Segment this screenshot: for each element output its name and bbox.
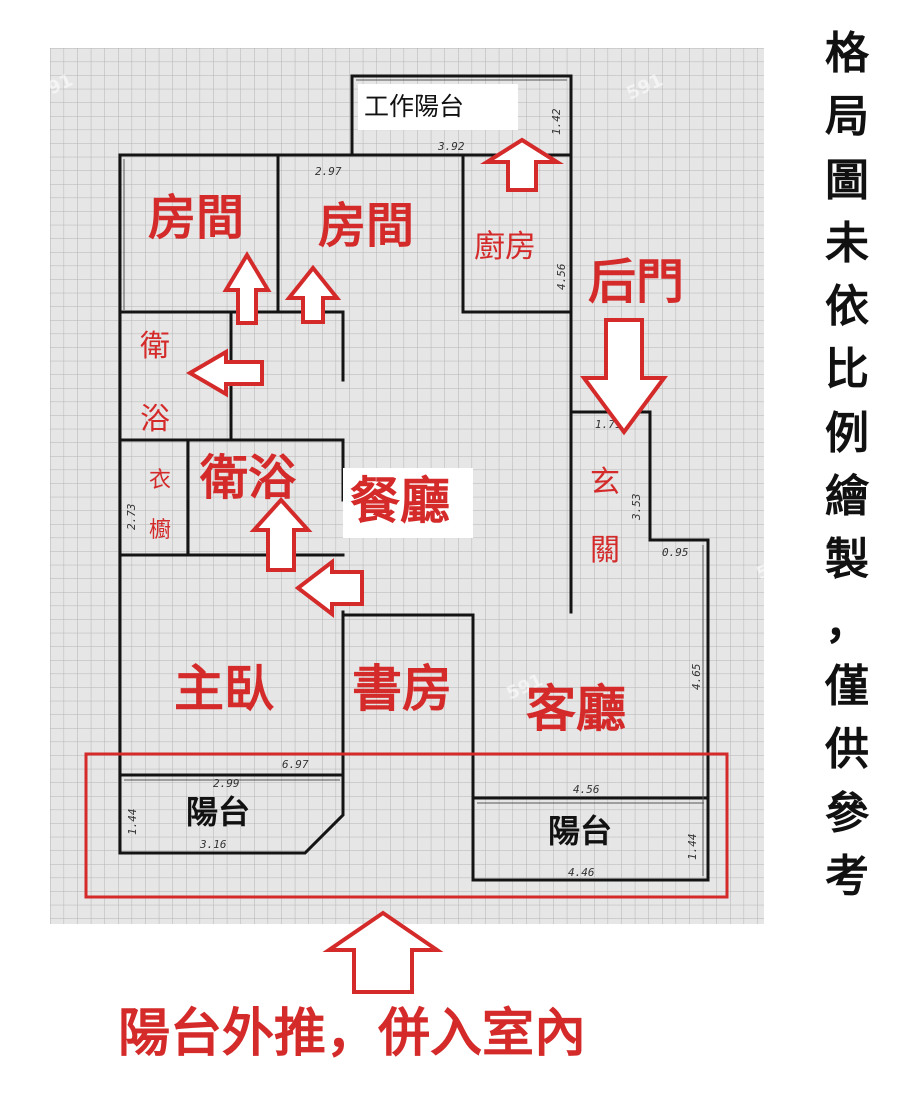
label-balcony-right: 陽台 bbox=[548, 812, 613, 850]
bottom-caption: 陽台外推，併入室內 bbox=[118, 1004, 587, 1064]
dim-label: 3.16 bbox=[199, 838, 227, 851]
label-main-bath: 衛浴 bbox=[200, 450, 297, 506]
label-small-bath-1: 衛 bbox=[140, 329, 170, 364]
note-char: 繪 bbox=[825, 471, 869, 523]
label-dining: 餐廳 bbox=[350, 472, 450, 530]
svg-text:591: 591 bbox=[83, 930, 126, 965]
dim-label: 1.44 bbox=[126, 809, 139, 836]
dim-label: 4.56 bbox=[573, 783, 600, 796]
dim-label: 2.97 bbox=[315, 165, 342, 178]
dim-label: 4.65 bbox=[690, 664, 703, 691]
label-work-balcony: 工作陽台 bbox=[364, 92, 465, 121]
label-wardrobe-2: 櫥 bbox=[149, 518, 172, 543]
arrow-icons bbox=[186, 137, 668, 994]
dim-label: 3.53 bbox=[630, 494, 643, 522]
label-kitchen: 廚房 bbox=[474, 229, 536, 265]
label-room-1: 房間 bbox=[148, 190, 245, 246]
svg-text:591: 591 bbox=[3, 260, 46, 295]
note-char: 僅 bbox=[825, 660, 869, 712]
vertical-note: 格 局 圖 未 依 比 例 繪 製 ， 僅 供 參 考 bbox=[812, 22, 882, 908]
note-char: 依 bbox=[825, 281, 869, 333]
arrow-up-icon bbox=[249, 497, 313, 572]
dim-label: 4.46 bbox=[568, 866, 595, 879]
dim-label: 0.95 bbox=[662, 546, 689, 559]
note-char: ， bbox=[825, 597, 869, 649]
note-char: 比 bbox=[825, 344, 869, 396]
arrow-up-icon bbox=[480, 137, 564, 192]
note-char: 製 bbox=[825, 534, 869, 586]
dim-label: 4.56 bbox=[555, 263, 568, 290]
dim-label: 1.44 bbox=[686, 834, 699, 861]
note-char: 未 bbox=[825, 217, 869, 269]
label-study: 書房 bbox=[352, 660, 452, 718]
dim-label: 2.73 bbox=[125, 504, 138, 531]
dim-label: 2.99 bbox=[213, 777, 240, 790]
note-char: 格 bbox=[825, 28, 869, 79]
label-small-bath-2: 浴 bbox=[140, 402, 170, 437]
label-service-door: 后門 bbox=[588, 254, 685, 310]
arrow-left-icon bbox=[186, 348, 264, 398]
label-living-room: 客廳 bbox=[526, 680, 626, 738]
label-foyer-2: 關 bbox=[590, 533, 620, 568]
note-char: 考 bbox=[825, 850, 869, 902]
arrow-up-icon bbox=[222, 251, 272, 325]
note-char: 參 bbox=[825, 787, 869, 839]
label-room-2: 房間 bbox=[318, 198, 415, 254]
arrow-down-icon bbox=[580, 318, 668, 436]
dim-label: 3.92 bbox=[437, 140, 465, 153]
dim-label: 1.42 bbox=[550, 108, 563, 135]
arrow-up-icon bbox=[322, 910, 444, 994]
note-char: 供 bbox=[825, 724, 869, 776]
note-char: 局 bbox=[825, 91, 869, 143]
balcony-highlight-box bbox=[84, 752, 729, 899]
note-char: 圖 bbox=[825, 154, 869, 206]
label-foyer-1: 玄 bbox=[590, 465, 620, 500]
arrow-up-icon bbox=[284, 264, 342, 324]
arrow-left-icon bbox=[294, 557, 364, 619]
label-wardrobe-1: 衣 bbox=[149, 468, 172, 493]
label-balcony-left: 陽台 bbox=[186, 793, 251, 831]
note-char: 例 bbox=[825, 407, 869, 459]
dim-label: 6.97 bbox=[282, 758, 309, 771]
label-master-bedroom: 主臥 bbox=[174, 660, 274, 718]
svg-text:591: 591 bbox=[693, 930, 736, 965]
